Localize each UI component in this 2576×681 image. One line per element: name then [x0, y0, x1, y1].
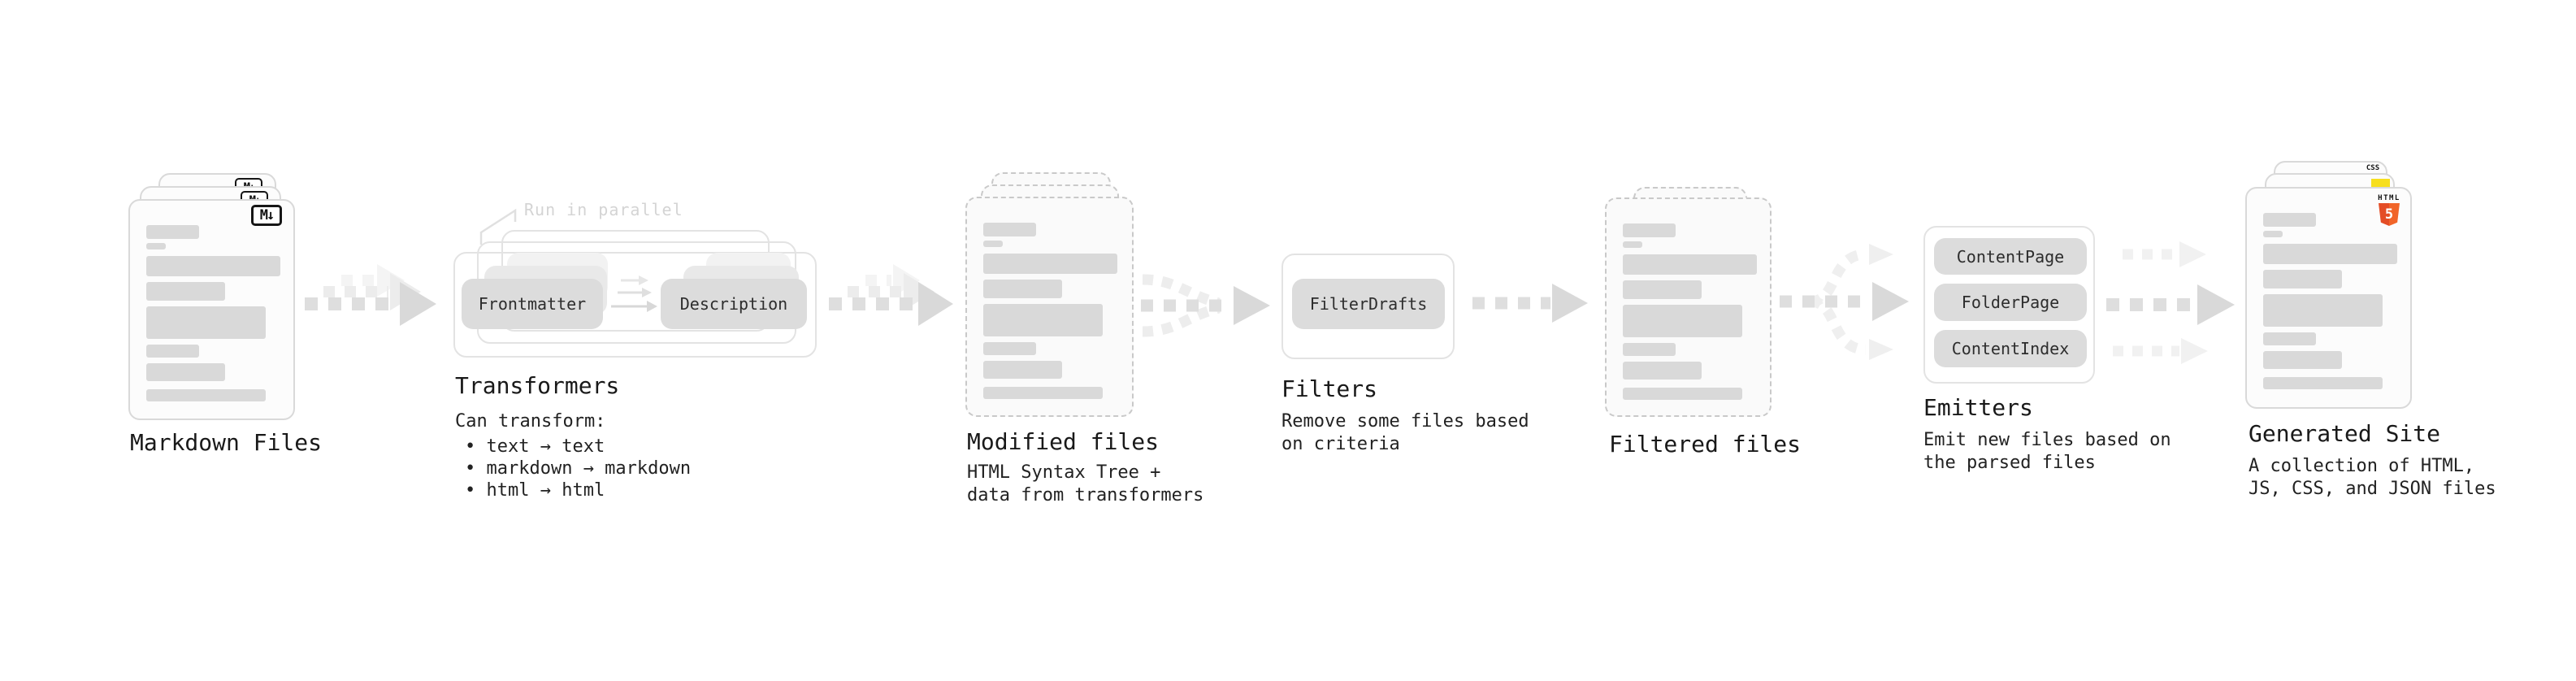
text-line-bar	[1623, 223, 1676, 237]
js-file-icon	[2371, 179, 2390, 189]
text-line-bar	[1623, 362, 1702, 380]
generated-site-description: A collection of HTML, JS, CSS, and JSON …	[2249, 455, 2496, 501]
text-line-bar	[983, 361, 1062, 379]
text-line-bar	[146, 225, 199, 239]
text-line-bar	[2263, 270, 2342, 288]
text-line-bar	[146, 256, 280, 276]
generated-site-description-line: JS, CSS, and JSON files	[2249, 479, 2496, 499]
transformers-bullet: • html → html	[465, 480, 605, 501]
text-line-bar	[2263, 377, 2383, 389]
arrow-frontmatter-to-description	[611, 275, 657, 312]
arrow-filtered-to-emitters	[1780, 244, 1909, 360]
text-line-bar	[146, 345, 199, 358]
folder-page-pill: FolderPage	[1934, 284, 2087, 321]
arrow-modified-to-filters	[1141, 274, 1270, 337]
modified-file-card-front	[965, 197, 1134, 417]
emitters-description-line: the parsed files	[1923, 453, 2096, 473]
text-line-bar	[983, 241, 1003, 247]
text-line-bar	[1623, 343, 1676, 356]
transformers-description-list: • text → text • markdown → markdown • ht…	[465, 436, 691, 501]
html5-icon: HTML 5	[2377, 194, 2401, 226]
filters-description: Remove some files based on criteria	[1281, 410, 1529, 456]
text-line-bar	[146, 282, 225, 301]
annotation-leader-line	[479, 208, 517, 245]
transformers-bullet: • text → text	[465, 436, 605, 457]
transformers-bullet: • markdown → markdown	[465, 458, 692, 479]
markdown-file-card-front: M↓	[128, 199, 295, 420]
text-line-bar	[983, 387, 1103, 399]
text-line-bar	[1623, 388, 1742, 400]
text-line-bar	[2263, 213, 2316, 227]
emitters-box	[1923, 226, 2095, 384]
html5-icon-shield: 5	[2379, 203, 2400, 226]
filters-description-line: Remove some files based	[1281, 411, 1529, 432]
stage-label-generated-site: Generated Site	[2249, 420, 2441, 447]
text-line-bar	[146, 389, 266, 401]
text-line-bar	[1623, 280, 1702, 299]
stage-label-filters: Filters	[1281, 375, 1378, 402]
text-line-bar	[2263, 332, 2316, 345]
text-line-bar	[2263, 351, 2342, 369]
emitters-description: Emit new files based on the parsed files	[1923, 429, 2171, 475]
transformers-description-title: Can transform:	[455, 411, 606, 432]
generated-site-description-line: A collection of HTML,	[2249, 456, 2475, 476]
arrow-emitters-to-generated	[2106, 241, 2235, 364]
arrow-transformers-to-modified	[829, 264, 953, 326]
text-line-bar	[146, 306, 266, 339]
text-line-bar	[983, 342, 1036, 355]
run-in-parallel-annotation: Run in parallel	[524, 200, 683, 219]
transformer-run-box-front	[453, 252, 817, 358]
description-pill: Description	[661, 279, 807, 329]
html5-icon-number: 5	[2384, 206, 2394, 223]
text-line-bar	[146, 363, 225, 381]
text-line-bar	[983, 223, 1036, 236]
text-line-bar	[983, 304, 1103, 336]
stage-label-modified-files: Modified files	[967, 428, 1160, 455]
stage-label-markdown-files: Markdown Files	[130, 429, 323, 456]
modified-files-description-line: data from transformers	[967, 485, 1204, 505]
text-line-bar	[2263, 231, 2283, 237]
filter-drafts-pill: FilterDrafts	[1292, 279, 1445, 329]
modified-files-description-line: HTML Syntax Tree +	[967, 462, 1161, 483]
text-line-bar	[146, 243, 166, 249]
generated-file-card-front: HTML 5	[2245, 187, 2412, 409]
html5-icon-word: HTML	[2378, 194, 2400, 202]
text-line-bar	[2263, 244, 2397, 264]
markdown-icon: M↓	[251, 205, 282, 226]
text-line-bar	[983, 280, 1062, 298]
text-line-bar	[1623, 305, 1742, 337]
text-line-bar	[1623, 241, 1642, 248]
content-page-pill: ContentPage	[1934, 238, 2087, 275]
arrow-filters-to-filtered	[1472, 284, 1588, 323]
text-line-bar	[2263, 294, 2383, 327]
frontmatter-pill: Frontmatter	[462, 279, 603, 329]
filters-description-line: on criteria	[1281, 434, 1400, 454]
text-line-bar	[1623, 254, 1757, 275]
arrow-markdown-to-transformers	[305, 264, 436, 326]
stage-label-emitters: Emitters	[1923, 394, 2033, 421]
filters-box	[1281, 254, 1455, 359]
filtered-file-card-front	[1605, 197, 1772, 417]
modified-files-description: HTML Syntax Tree + data from transformer…	[967, 462, 1203, 507]
emitters-description-line: Emit new files based on	[1923, 430, 2171, 450]
text-line-bar	[983, 254, 1117, 274]
stage-label-transformers: Transformers	[455, 372, 620, 399]
css-icon-label: CSS	[2366, 164, 2380, 172]
stage-label-filtered-files: Filtered files	[1609, 431, 1802, 458]
content-index-pill: ContentIndex	[1934, 330, 2087, 367]
